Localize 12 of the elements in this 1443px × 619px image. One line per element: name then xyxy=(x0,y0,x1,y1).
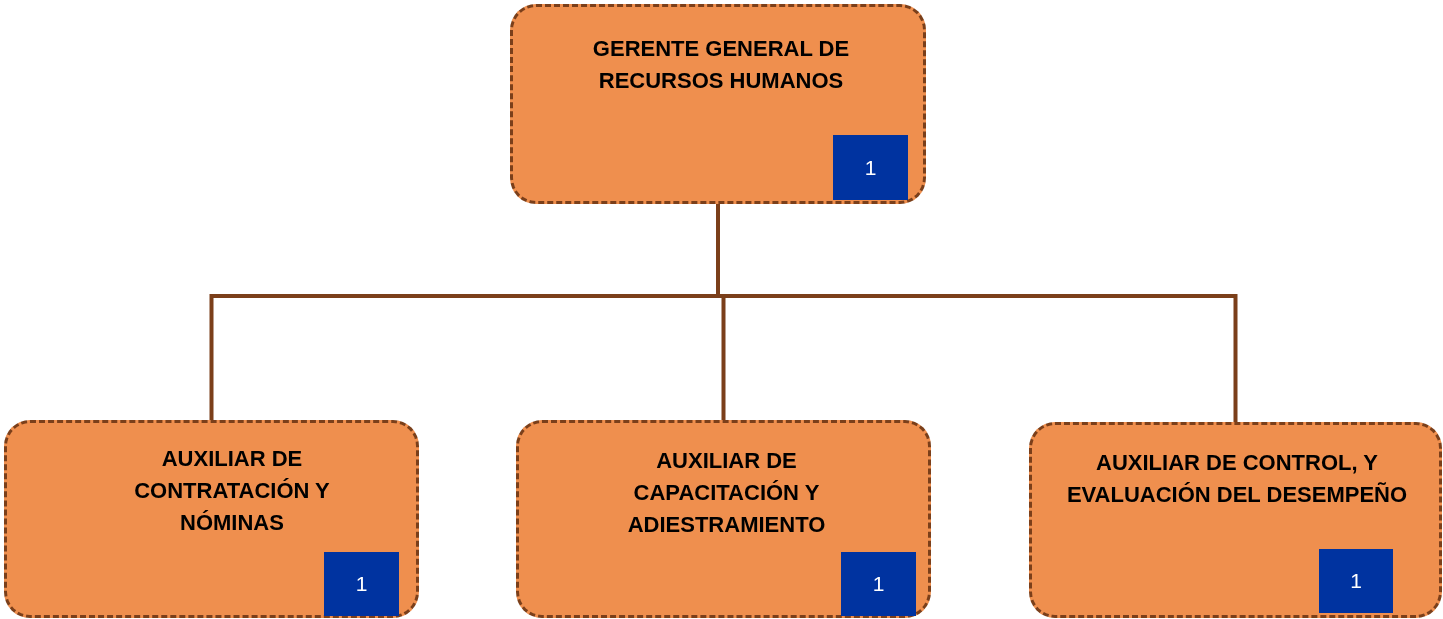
position-title: AUXILIAR DE CONTROL, Y EVALUACIÓN DEL DESEMPEÑO xyxy=(1065,449,1409,509)
position-title: AUXILIAR DE CONTRATACIÓN Y NÓMINAS xyxy=(133,445,331,537)
position-box xyxy=(516,420,931,618)
position-box xyxy=(4,420,419,618)
headcount-box: 1 xyxy=(324,552,399,616)
headcount-box: 1 xyxy=(841,552,916,616)
headcount-box: 1 xyxy=(1319,549,1393,613)
headcount-box: 1 xyxy=(833,135,908,200)
position-title: GERENTE GENERAL DE RECURSOS HUMANOS xyxy=(591,35,851,95)
position-box xyxy=(510,4,926,204)
position-title: AUXILIAR DE CAPACITACIÓN Y ADIESTRAMIENTO xyxy=(626,447,827,539)
position-box xyxy=(1029,422,1442,618)
